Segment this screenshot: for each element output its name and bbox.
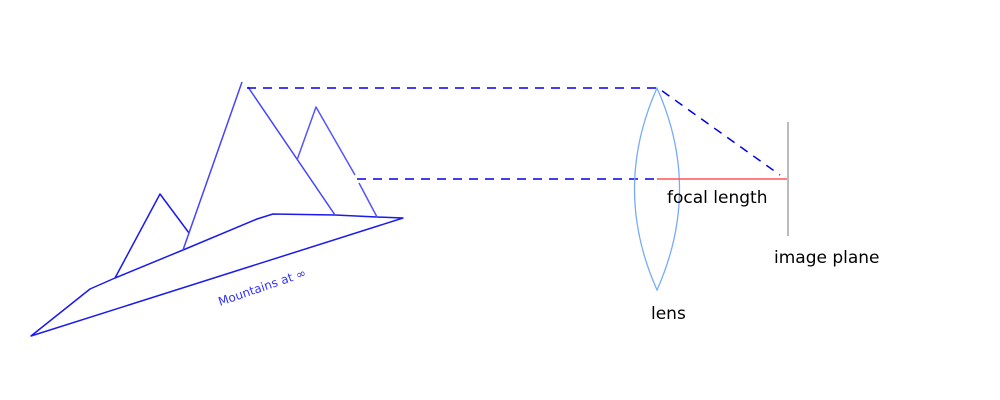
- mountain-right-peak: [296, 106, 378, 218]
- focal-length-label: focal length: [667, 188, 767, 208]
- lens-label: lens: [651, 304, 686, 324]
- mountain-tall-peak: [182, 81, 336, 251]
- mountain-small-peak: [114, 193, 190, 279]
- top-ray: [247, 87, 781, 176]
- light-rays: [247, 87, 781, 180]
- lens-shape: [633, 86, 681, 292]
- mountains: Mountains at ∞: [30, 81, 404, 337]
- mountain-base-outline: [30, 213, 404, 337]
- image-plane-label: image plane: [774, 248, 880, 268]
